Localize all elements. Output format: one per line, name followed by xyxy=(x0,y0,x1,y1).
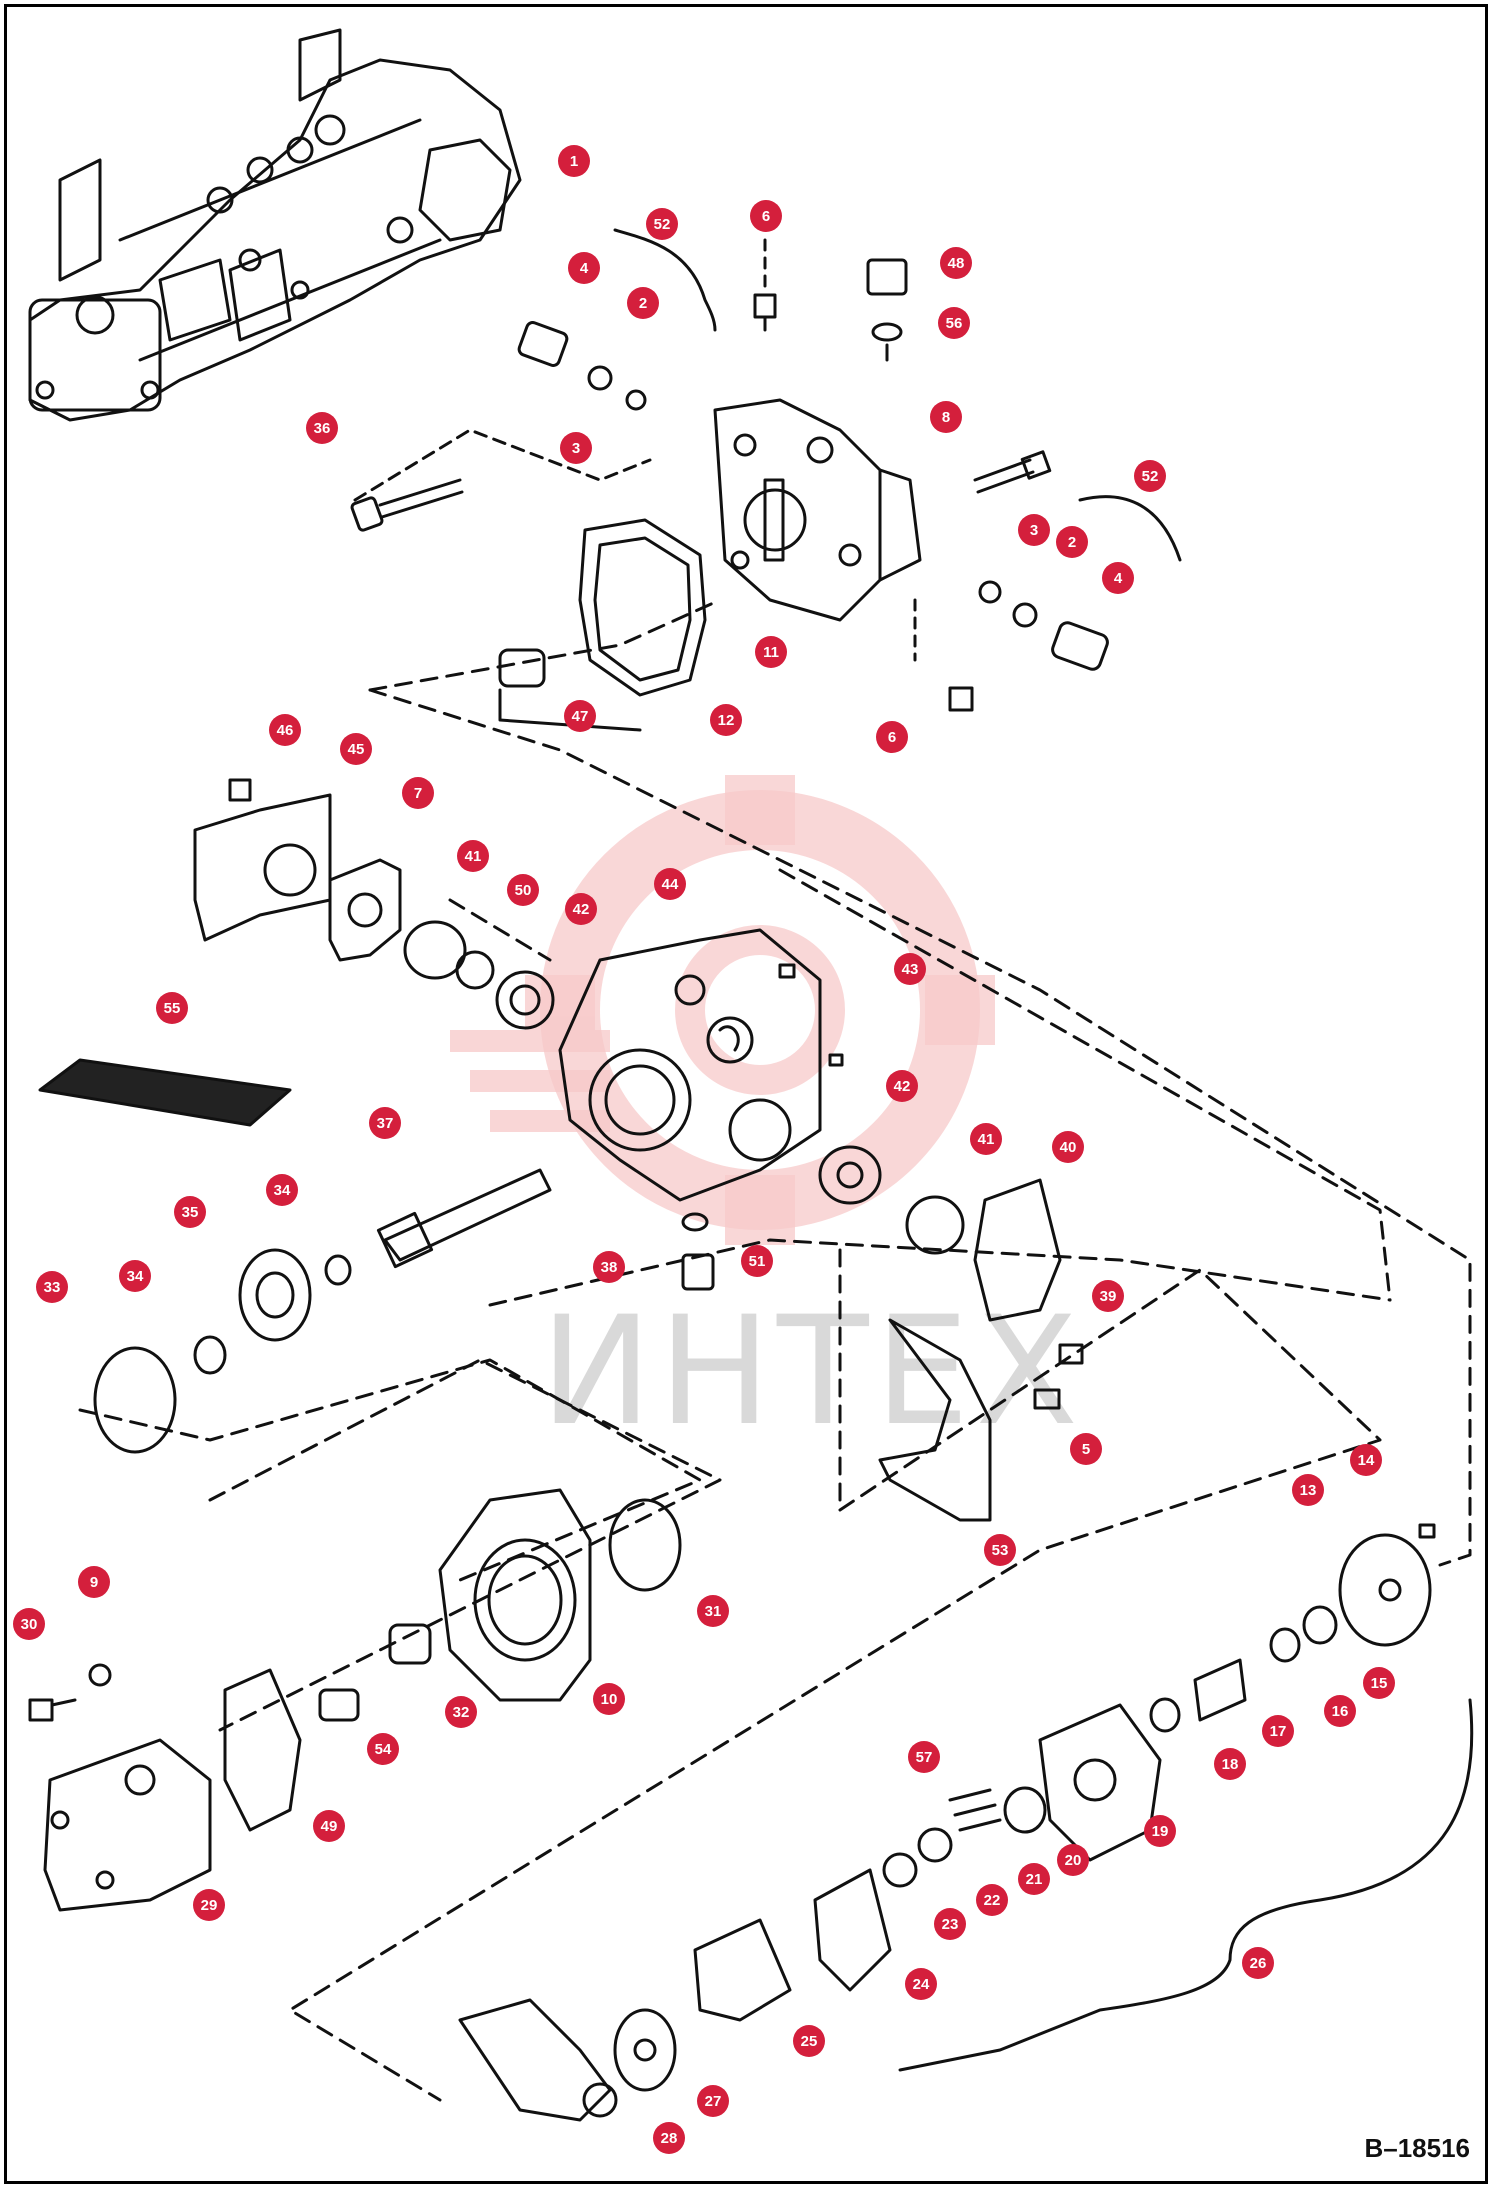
callout-20[interactable]: 20 xyxy=(1057,1844,1089,1876)
callout-14[interactable]: 14 xyxy=(1350,1444,1382,1476)
callout-27[interactable]: 27 xyxy=(697,2085,729,2117)
callout-52-top[interactable]: 52 xyxy=(646,208,678,240)
callout-7[interactable]: 7 xyxy=(402,777,434,809)
gear-pump-29-drawing xyxy=(43,1668,360,1912)
callout-44[interactable]: 44 xyxy=(654,868,686,900)
callout-40[interactable]: 40 xyxy=(1052,1131,1084,1163)
callout-51[interactable]: 51 xyxy=(741,1245,773,1277)
callout-41-right[interactable]: 41 xyxy=(970,1123,1002,1155)
pump-housing-44-drawing xyxy=(558,928,844,1202)
callout-22[interactable]: 22 xyxy=(976,1884,1008,1916)
drawing-frame xyxy=(4,4,1488,2184)
callout-34-bottom[interactable]: 34 xyxy=(119,1260,151,1292)
callout-8[interactable]: 8 xyxy=(930,401,962,433)
callout-45[interactable]: 45 xyxy=(340,733,372,765)
callout-49[interactable]: 49 xyxy=(313,1810,345,1842)
callout-21[interactable]: 21 xyxy=(1018,1863,1050,1895)
callout-16[interactable]: 16 xyxy=(1324,1695,1356,1727)
callout-38[interactable]: 38 xyxy=(593,1251,625,1283)
plug-38-drawing xyxy=(681,1212,715,1291)
fitting-4-right-drawing xyxy=(978,495,1182,671)
shaft-37-drawing xyxy=(376,1168,552,1269)
bolt-8-drawing xyxy=(973,450,1052,494)
callout-31[interactable]: 31 xyxy=(697,1595,729,1627)
callout-37[interactable]: 37 xyxy=(369,1107,401,1139)
callout-18[interactable]: 18 xyxy=(1214,1748,1246,1780)
callout-48[interactable]: 48 xyxy=(940,247,972,279)
callout-50[interactable]: 50 xyxy=(507,874,539,906)
gasket-12-drawing xyxy=(578,518,707,697)
callout-28[interactable]: 28 xyxy=(653,2122,685,2154)
callout-36[interactable]: 36 xyxy=(306,412,338,444)
callout-26[interactable]: 26 xyxy=(1242,1947,1274,1979)
plug-48-drawing xyxy=(866,258,908,362)
callout-32[interactable]: 32 xyxy=(445,1696,477,1728)
callout-2-right[interactable]: 2 xyxy=(1056,526,1088,558)
rotating-group-drawing xyxy=(458,1523,1474,2122)
callout-9[interactable]: 9 xyxy=(78,1566,110,1598)
figure-reference-number: B–18516 xyxy=(1364,2133,1470,2163)
bracket-45-drawing xyxy=(193,778,332,942)
callout-1[interactable]: 1 xyxy=(558,145,590,177)
bolt-36-drawing xyxy=(350,428,652,532)
callout-34-top[interactable]: 34 xyxy=(266,1174,298,1206)
callout-41-top[interactable]: 41 xyxy=(457,840,489,872)
callout-53[interactable]: 53 xyxy=(984,1534,1016,1566)
bracket-53-drawing xyxy=(878,1318,1061,1522)
callout-23[interactable]: 23 xyxy=(934,1908,966,1940)
callout-10[interactable]: 10 xyxy=(593,1683,625,1715)
callout-6-top[interactable]: 6 xyxy=(750,200,782,232)
callout-2-top[interactable]: 2 xyxy=(627,287,659,319)
callout-13[interactable]: 13 xyxy=(1292,1474,1324,1506)
bolt-30-drawing xyxy=(28,1663,112,1722)
pump-assembly-drawing xyxy=(28,28,522,422)
callout-17[interactable]: 17 xyxy=(1262,1715,1294,1747)
bearing-42-right-drawing xyxy=(818,1145,1084,1365)
callout-55[interactable]: 55 xyxy=(156,992,188,1024)
callout-35[interactable]: 35 xyxy=(174,1196,206,1228)
callout-43[interactable]: 43 xyxy=(894,953,926,985)
plate-7-drawing xyxy=(328,858,402,962)
callout-46[interactable]: 46 xyxy=(269,714,301,746)
callout-3-top[interactable]: 3 xyxy=(560,432,592,464)
callout-6-bottom[interactable]: 6 xyxy=(876,721,908,753)
fitting-4-drawing xyxy=(517,228,717,411)
callout-3-right[interactable]: 3 xyxy=(1018,514,1050,546)
charge-pump-cover-11-drawing xyxy=(713,398,922,622)
callout-54[interactable]: 54 xyxy=(367,1733,399,1765)
callout-39[interactable]: 39 xyxy=(1092,1280,1124,1312)
callout-30[interactable]: 30 xyxy=(13,1608,45,1640)
callout-33[interactable]: 33 xyxy=(36,1271,68,1303)
bearing-35-drawing xyxy=(93,1248,352,1454)
callout-52-right[interactable]: 52 xyxy=(1134,460,1166,492)
callout-57[interactable]: 57 xyxy=(908,1741,940,1773)
callout-15[interactable]: 15 xyxy=(1363,1667,1395,1699)
callout-42-top[interactable]: 42 xyxy=(565,893,597,925)
callout-47[interactable]: 47 xyxy=(564,700,596,732)
housing-10-drawing xyxy=(388,1488,682,1702)
callout-4-top[interactable]: 4 xyxy=(568,252,600,284)
callout-19[interactable]: 19 xyxy=(1144,1815,1176,1847)
callout-29[interactable]: 29 xyxy=(193,1889,225,1921)
plug-6-bottom-drawing xyxy=(913,598,974,712)
callout-5[interactable]: 5 xyxy=(1070,1433,1102,1465)
callout-24[interactable]: 24 xyxy=(905,1968,937,2000)
callout-12[interactable]: 12 xyxy=(710,704,742,736)
decal-55-drawing xyxy=(38,1058,292,1127)
callout-25[interactable]: 25 xyxy=(793,2025,825,2057)
assembly-dashed-lines xyxy=(78,598,1472,2102)
seal-rings-41-50-42-drawing xyxy=(403,920,555,1030)
callout-42-right[interactable]: 42 xyxy=(886,1070,918,1102)
callout-11[interactable]: 11 xyxy=(755,636,787,668)
callout-56[interactable]: 56 xyxy=(938,307,970,339)
callout-4-right[interactable]: 4 xyxy=(1102,562,1134,594)
plug-6-top-drawing xyxy=(753,238,777,332)
